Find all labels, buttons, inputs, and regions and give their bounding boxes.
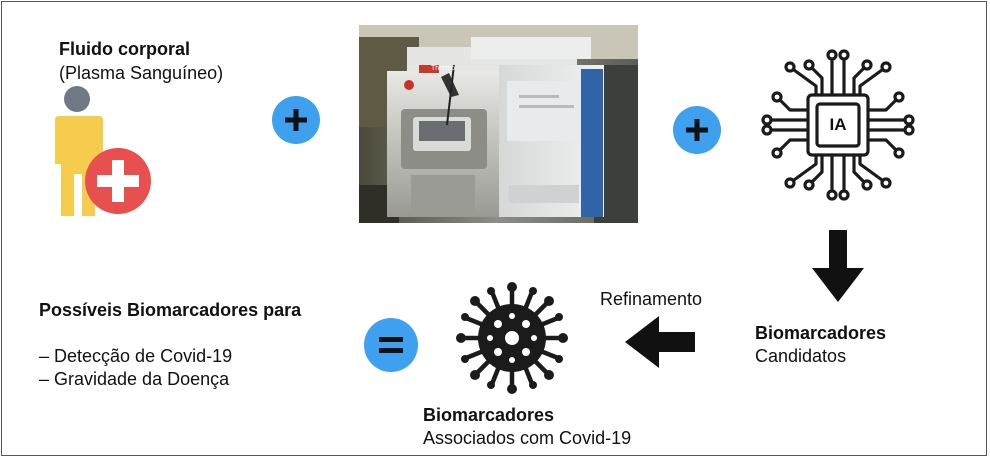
arrow-left-icon [625, 316, 695, 368]
plus-icon [285, 109, 307, 131]
candidates-title: Biomarcadores [755, 323, 887, 343]
equals-icon [379, 337, 403, 353]
associated-subtitle: Associados com Covid-19 [423, 428, 632, 448]
fluid-subtitle: (Plasma Sanguíneo) [59, 63, 224, 83]
ai-chip-icon: IA [754, 40, 922, 210]
virus-icon [454, 280, 570, 396]
plus-operator-2 [673, 106, 721, 154]
equals-operator [364, 318, 418, 372]
plus-operator-1 [272, 96, 320, 144]
possible-title: Possíveis Biomarcadores para [39, 300, 302, 320]
fluid-title: Fluido corporal [59, 39, 191, 59]
associated-title: Biomarcadores [423, 405, 555, 425]
person-medical-icon [47, 84, 157, 224]
instrument-brand: Thermo [431, 65, 455, 72]
ai-chip-label: IA [829, 115, 847, 134]
possible-item-2: – Gravidade da Doença [39, 369, 230, 389]
possible-item-1: – Detecção de Covid-19 [39, 346, 233, 366]
refinement-label: Refinamento [600, 289, 703, 309]
plus-icon [686, 119, 708, 141]
arrow-down-icon [812, 230, 864, 302]
mass-spectrometer-image: Thermo [359, 25, 638, 223]
candidates-subtitle: Candidatos [755, 346, 847, 366]
